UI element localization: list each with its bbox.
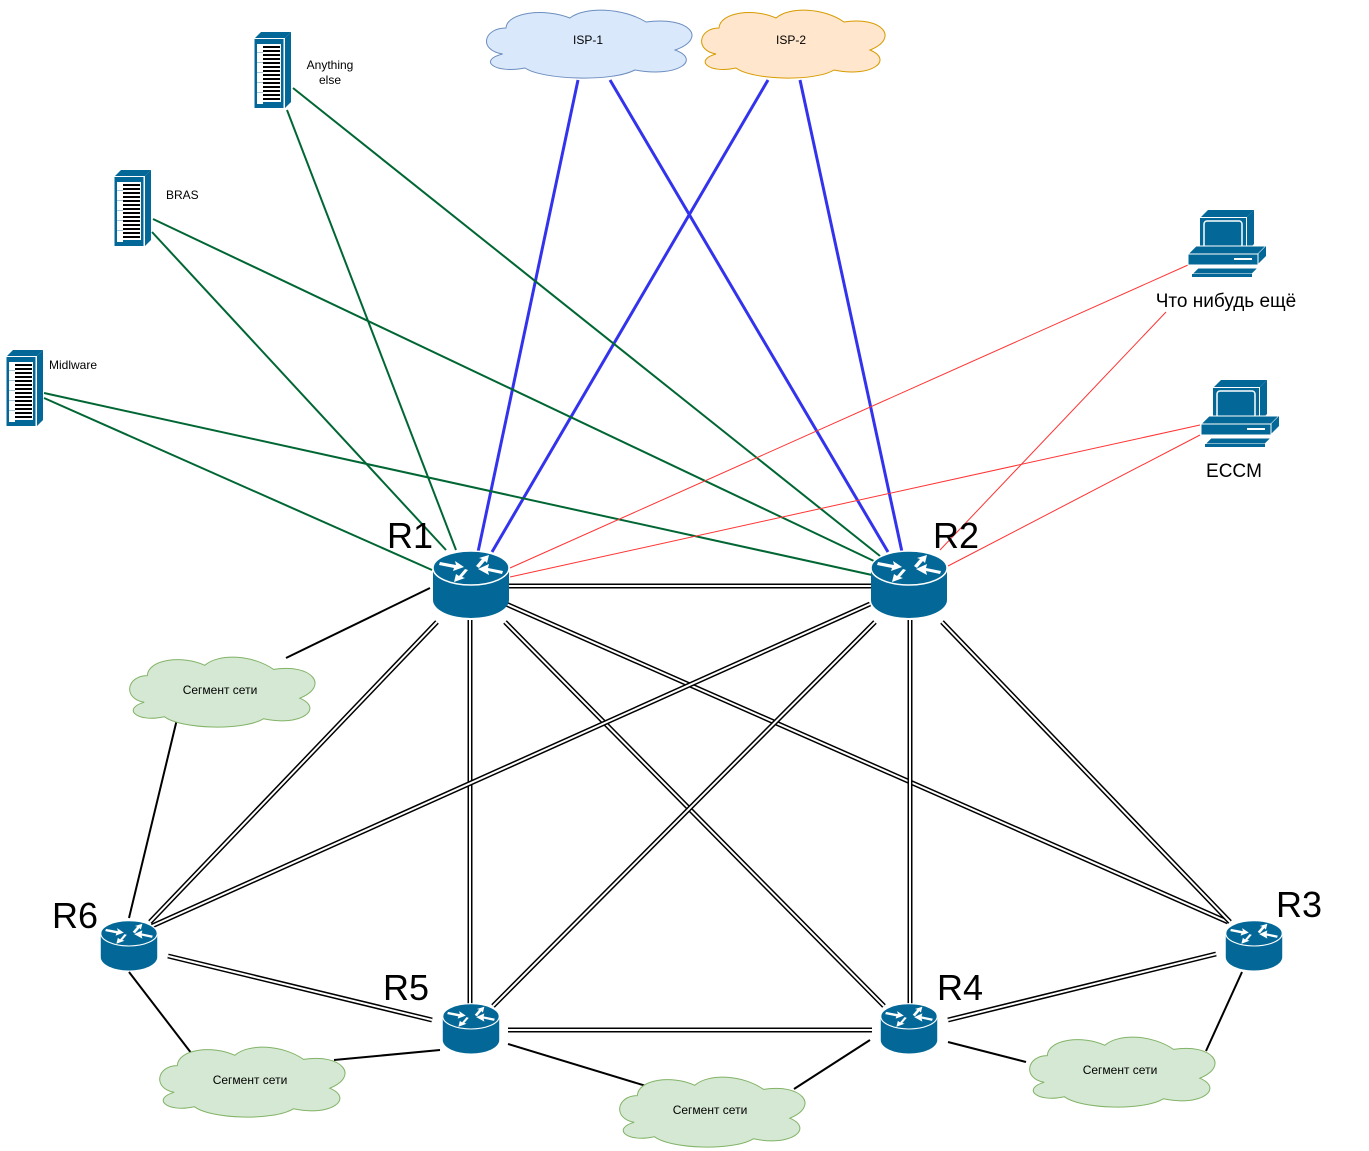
network-segment-seg4[interactable]: Сегмент сети — [1029, 1036, 1216, 1108]
link-r2-r6 — [940, 620, 1232, 924]
link-r2-r6-inner — [941, 621, 1231, 923]
links-layer — [43, 79, 1243, 1090]
link-r6-seg1 — [128, 714, 179, 919]
link-r5-seg2 — [333, 1049, 441, 1061]
router-r6[interactable]: R6 — [52, 895, 158, 972]
host-label: Что нибудь ещё — [1156, 291, 1296, 312]
link-r2-r5 — [491, 620, 877, 1008]
link-r2-r3 — [150, 601, 872, 929]
link-r1-seg1 — [285, 587, 431, 659]
link-isp2-r1 — [490, 79, 770, 553]
link-isp2-r2 — [798, 79, 904, 553]
router-icon — [100, 919, 158, 972]
link-r1-r6-inner — [149, 621, 438, 923]
cloud-icon — [619, 1076, 806, 1148]
isp-label: ISP-2 — [776, 33, 806, 47]
link-other-r1 — [509, 264, 1189, 569]
link-r6-seg2 — [128, 971, 196, 1059]
router-r3[interactable]: R3 — [1225, 884, 1322, 972]
link-midlware-r1 — [43, 397, 433, 571]
link-r1-r6 — [148, 620, 439, 924]
server-icon — [5, 350, 43, 428]
server-midlware[interactable]: Midlware — [5, 350, 97, 428]
server-label: Anything — [307, 58, 354, 72]
host-label: ECCM — [1206, 461, 1262, 482]
network-segment-seg1[interactable]: Сегмент сети — [129, 656, 316, 728]
cloud-icon — [129, 656, 316, 728]
router-r5[interactable]: R5 — [383, 967, 500, 1055]
link-r4-seg3 — [793, 1039, 871, 1090]
router-r4[interactable]: R4 — [880, 967, 983, 1055]
router-label: R4 — [937, 967, 983, 1008]
server-label: Midlware — [49, 358, 97, 372]
server-label: else — [319, 73, 341, 87]
isp-label: ISP-1 — [573, 33, 603, 47]
cloud-icon — [701, 9, 886, 79]
link-r2-r5-inner — [492, 621, 876, 1007]
router-icon — [1225, 919, 1283, 972]
link-bras-r2 — [152, 218, 877, 563]
link-anything-r2 — [292, 87, 881, 557]
router-label: R6 — [52, 895, 98, 936]
cloud-icon — [1029, 1036, 1216, 1108]
isp-cloud-isp1[interactable]: ISP-1 — [486, 9, 693, 79]
link-r3-seg4 — [1205, 971, 1243, 1052]
link-isp1-r2 — [608, 79, 890, 553]
segment-label: Сегмент сети — [213, 1073, 288, 1087]
computer-icon — [1200, 379, 1280, 448]
link-r3-r4 — [947, 951, 1217, 1023]
cloud-icon — [159, 1046, 346, 1118]
server-label: BRAS — [166, 188, 199, 202]
link-r1-r3 — [504, 601, 1230, 925]
segment-label: Сегмент сети — [183, 683, 258, 697]
router-r1[interactable]: R1 — [387, 515, 510, 619]
link-r1-r4 — [503, 620, 886, 1008]
link-bras-r1 — [151, 231, 447, 551]
network-segment-seg2[interactable]: Сегмент сети — [159, 1046, 346, 1118]
link-r1-r3-inner — [505, 603, 1229, 923]
link-r5-r6 — [167, 953, 433, 1023]
segment-label: Сегмент сети — [673, 1103, 748, 1117]
link-r5-r6-inner — [167, 955, 433, 1021]
server-icon — [253, 32, 291, 110]
computer-icon — [1187, 209, 1267, 278]
link-r2-r3-inner — [151, 603, 871, 927]
link-r5-seg3 — [507, 1043, 657, 1090]
server-bras[interactable]: BRAS — [113, 170, 199, 248]
link-other-r2 — [939, 311, 1167, 551]
router-label: R5 — [383, 967, 429, 1008]
router-icon — [870, 550, 948, 619]
router-label: R2 — [933, 515, 979, 556]
link-r4-seg4 — [947, 1041, 1027, 1063]
server-icon — [113, 170, 151, 248]
host-other[interactable]: Что нибудь ещё — [1156, 209, 1296, 312]
link-anything-r1 — [286, 109, 457, 551]
link-eccm-r1 — [509, 424, 1201, 578]
link-r1-r4-inner — [504, 621, 885, 1007]
segment-label: Сегмент сети — [1083, 1063, 1158, 1077]
cloud-icon — [486, 9, 693, 79]
network-segment-seg3[interactable]: Сегмент сети — [619, 1076, 806, 1148]
link-isp1-r1 — [476, 79, 580, 553]
host-eccm[interactable]: ECCM — [1200, 379, 1280, 482]
link-r3-r4-inner — [947, 953, 1217, 1021]
link-eccm-r2 — [947, 434, 1201, 567]
router-r2[interactable]: R2 — [870, 515, 979, 619]
router-label: R3 — [1276, 884, 1322, 925]
link-midlware-r2 — [43, 392, 873, 576]
isp-cloud-isp2[interactable]: ISP-2 — [701, 9, 886, 79]
router-icon — [880, 1002, 938, 1055]
router-icon — [432, 550, 510, 619]
router-label: R1 — [387, 515, 433, 556]
router-icon — [442, 1002, 500, 1055]
